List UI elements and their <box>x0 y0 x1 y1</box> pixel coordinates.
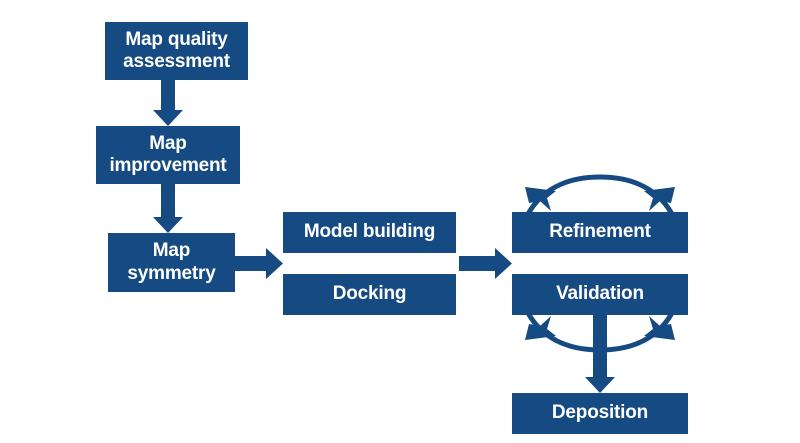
node-docking[interactable]: Docking <box>283 274 456 315</box>
node-label-line-2: improvement <box>109 155 227 176</box>
cycle-arc-top <box>525 174 675 216</box>
arrow-docking-to-refinement <box>459 248 512 279</box>
node-label-line-1: Map quality <box>125 28 228 50</box>
node-deposition[interactable]: Deposition <box>512 393 688 434</box>
arrow-map-quality-to-map-improvement <box>153 80 183 126</box>
cycle-arc-bottom-left-arrowhead <box>525 316 556 340</box>
node-validation[interactable]: Validation <box>512 274 688 315</box>
node-label-line-2: symmetry <box>127 262 216 284</box>
cycle-arc-top-left-arrowhead <box>525 187 556 211</box>
node-model-building[interactable]: Model building <box>283 212 456 253</box>
node-label-line-1: Map <box>149 132 187 154</box>
cycle-arc-top-right-arrowhead <box>644 187 675 211</box>
cycle-arc-bottom <box>525 311 675 353</box>
node-label: Validation <box>556 283 644 305</box>
node-label-line-1: Map <box>152 240 191 262</box>
node-label: Refinement <box>549 221 651 243</box>
arrow-validation-to-deposition <box>585 315 615 393</box>
node-refinement[interactable]: Refinement <box>512 212 688 253</box>
node-label-line-2: assessment <box>123 51 230 72</box>
node-label: Model building <box>303 221 436 243</box>
arrow-map-improvement-to-map-symmetry <box>153 184 183 233</box>
arrow-map-symmetry-to-model-building <box>235 248 283 279</box>
cycle-arc-bottom-right-arrowhead <box>644 316 675 340</box>
node-label: Deposition <box>551 402 649 424</box>
node-label: Docking <box>332 283 407 305</box>
